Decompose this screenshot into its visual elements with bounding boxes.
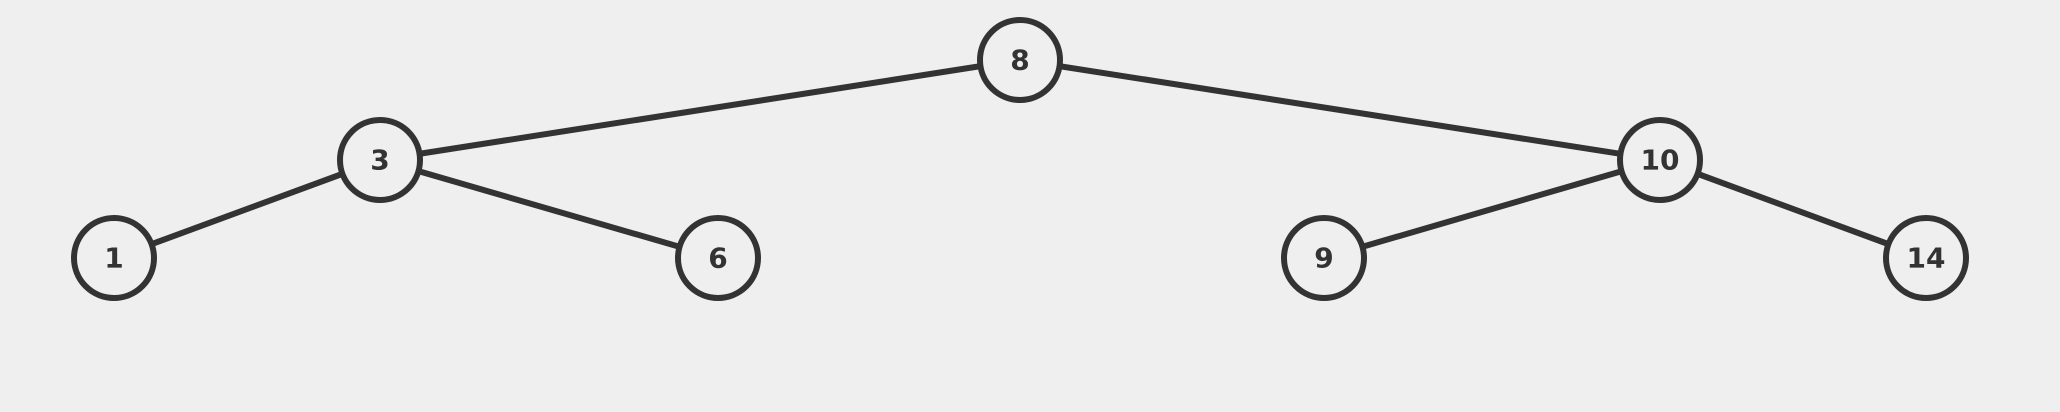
edge-n8-n10 [1019, 57, 1661, 163]
node-circle [1617, 117, 1703, 203]
edge-n3-n1 [112, 157, 382, 261]
tree-node-n6: 6 [675, 215, 761, 301]
nodes-layer: 8 3 10 1 6 9 14 [71, 17, 1969, 301]
node-circle [1281, 215, 1367, 301]
node-circle [337, 117, 423, 203]
edge-n10-n9 [1323, 157, 1661, 261]
tree-node-n14: 14 [1883, 215, 1969, 301]
node-circle [977, 17, 1063, 103]
edge-n8-n3 [379, 57, 1021, 163]
node-circle [71, 215, 157, 301]
tree-node-n3: 3 [337, 117, 423, 203]
edge-n3-n6 [379, 157, 719, 261]
node-label: 10 [1641, 144, 1680, 177]
tree-node-n10: 10 [1617, 117, 1703, 203]
node-label: 8 [1010, 44, 1029, 77]
tree-node-n1: 1 [71, 215, 157, 301]
node-label: 14 [1907, 242, 1946, 275]
edges-layer [112, 57, 1928, 261]
edge-n10-n14 [1658, 157, 1928, 261]
node-label: 3 [370, 144, 389, 177]
node-circle [1883, 215, 1969, 301]
tree-node-n8: 8 [977, 17, 1063, 103]
tree-node-n9: 9 [1281, 215, 1367, 301]
node-label: 6 [708, 242, 727, 275]
node-label: 1 [104, 242, 123, 275]
node-circle [675, 215, 761, 301]
node-label: 9 [1314, 242, 1333, 275]
